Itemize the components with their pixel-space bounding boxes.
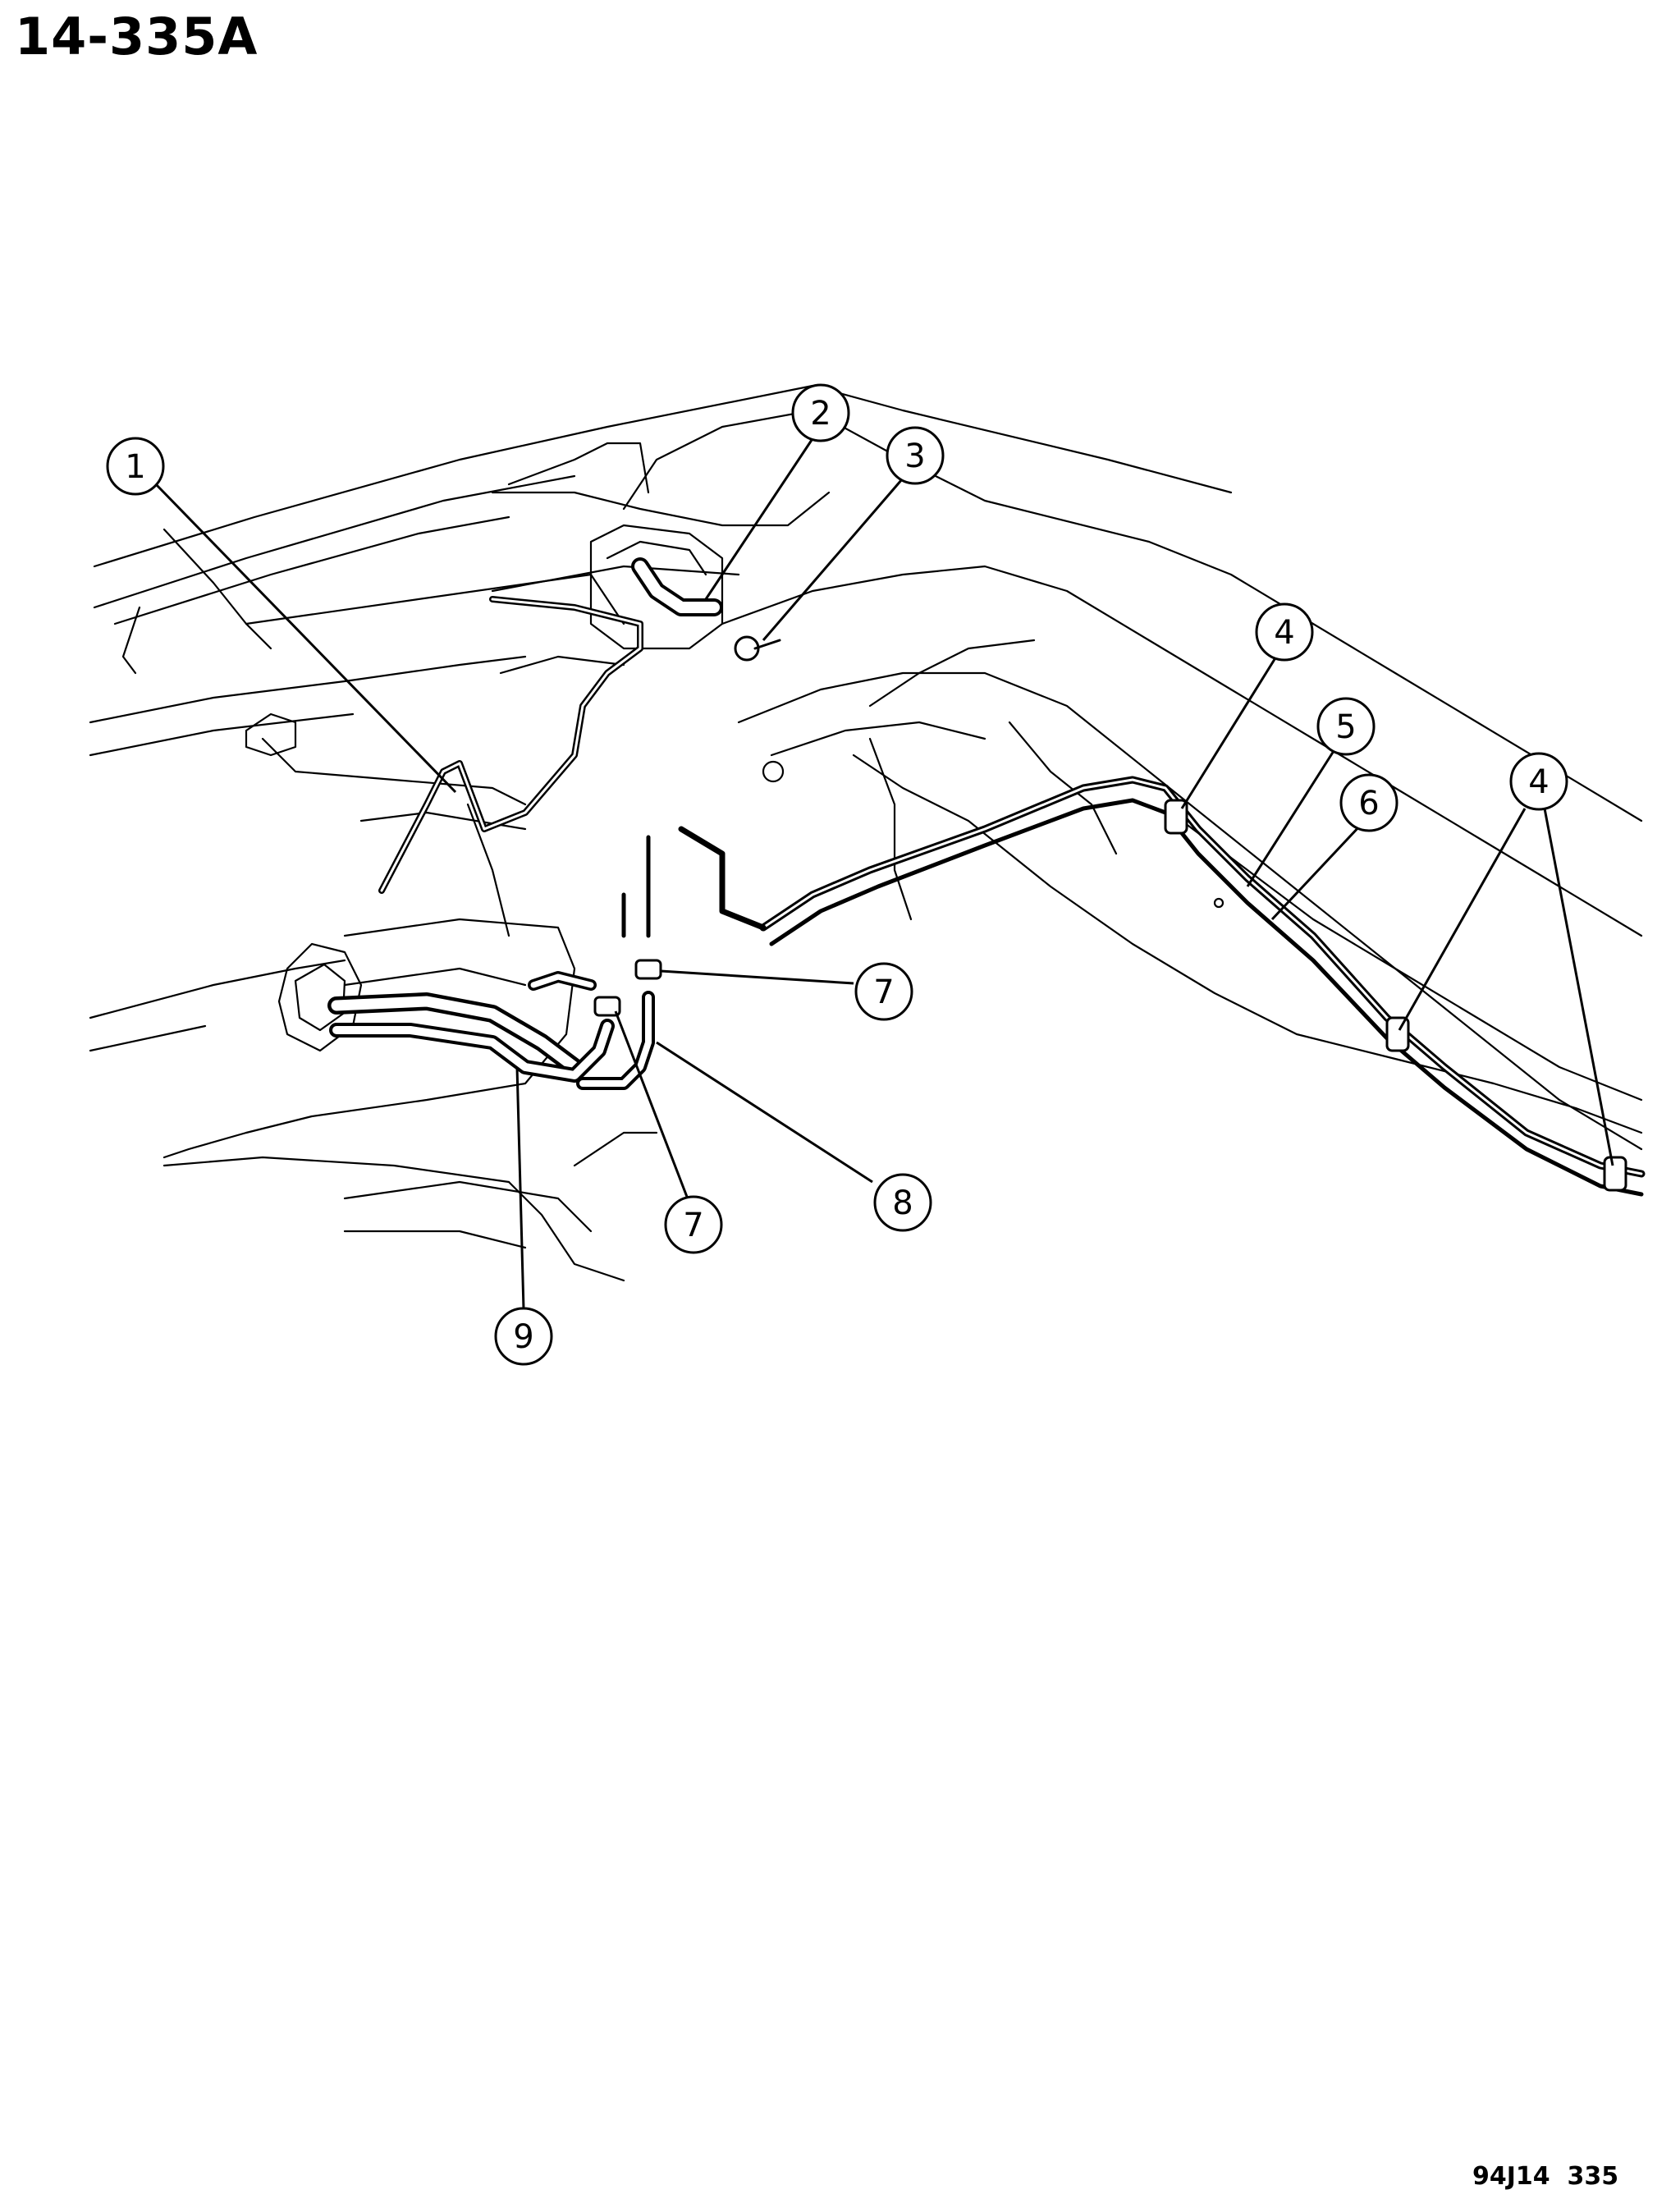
leader-2 bbox=[704, 434, 817, 600]
callout-5-label: 5 bbox=[1335, 708, 1356, 746]
callout-1-label: 1 bbox=[125, 448, 145, 486]
figure-code: 94J14 335 bbox=[1472, 2162, 1619, 2191]
leader-8 bbox=[656, 1041, 873, 1184]
leader-9 bbox=[515, 1066, 525, 1310]
callout-7a: 7 bbox=[854, 962, 913, 1021]
leader-lines bbox=[154, 434, 1614, 1310]
leader-6 bbox=[1270, 823, 1362, 921]
leader-5 bbox=[1246, 750, 1335, 887]
callout-3: 3 bbox=[886, 426, 945, 485]
clip-front bbox=[1164, 799, 1188, 835]
clamp-lower bbox=[593, 996, 621, 1017]
callout-7b-label: 7 bbox=[683, 1207, 703, 1244]
callout-4a-label: 4 bbox=[1274, 614, 1294, 652]
callout-2-label: 2 bbox=[810, 395, 831, 433]
callout-9: 9 bbox=[494, 1307, 553, 1366]
leader-4b-1 bbox=[1398, 808, 1527, 1031]
underbody-linework bbox=[89, 384, 1643, 1282]
fuel-lines bbox=[327, 557, 1646, 1197]
callout-1: 1 bbox=[106, 437, 165, 496]
leader-7a bbox=[660, 969, 854, 985]
callout-6: 6 bbox=[1339, 773, 1398, 832]
hose-clamps bbox=[593, 799, 1627, 1192]
leader-3 bbox=[762, 479, 904, 641]
callout-8: 8 bbox=[873, 1173, 932, 1232]
callout-9-label: 9 bbox=[513, 1318, 533, 1356]
leader-4a bbox=[1180, 656, 1278, 809]
callout-6-label: 6 bbox=[1358, 785, 1379, 822]
callout-8-label: 8 bbox=[892, 1184, 913, 1222]
leader-7b bbox=[614, 1010, 689, 1198]
callout-4a: 4 bbox=[1255, 602, 1314, 662]
callout-4b: 4 bbox=[1509, 752, 1568, 811]
callout-5: 5 bbox=[1316, 697, 1376, 756]
callout-2: 2 bbox=[791, 383, 850, 442]
callout-4b-label: 4 bbox=[1528, 763, 1549, 801]
clip-rear bbox=[1603, 1156, 1627, 1192]
figure-title: 14-335A bbox=[15, 7, 259, 66]
leader-1 bbox=[154, 483, 457, 794]
callout-3-label: 3 bbox=[904, 437, 925, 475]
callout-7a-label: 7 bbox=[873, 973, 894, 1011]
callout-7b: 7 bbox=[664, 1195, 723, 1254]
clip-middle bbox=[1385, 1016, 1410, 1052]
leader-4b-2 bbox=[1543, 808, 1614, 1166]
clamp-upper bbox=[634, 959, 662, 980]
